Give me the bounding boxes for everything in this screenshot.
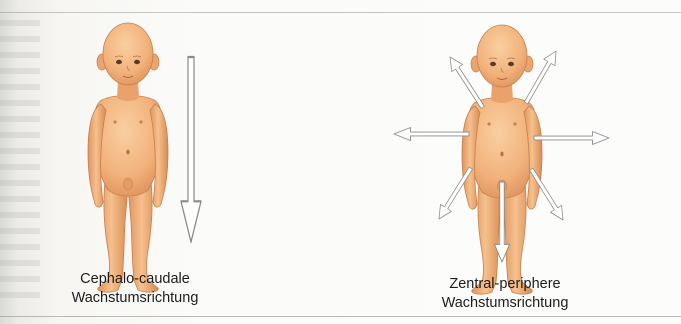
- caption-right-line1: Zentral-periphere: [430, 275, 580, 294]
- arrow-left: [394, 128, 469, 141]
- caption-right-line2: Wachstumsrichtung: [430, 294, 580, 313]
- arrow-right: [534, 132, 609, 145]
- caption-cephalo-caudal: Cephalo-caudale Wachstumsrichtung: [50, 270, 220, 308]
- caption-central-peripheral: Zentral-periphere Wachstumsrichtung: [430, 275, 580, 313]
- infant-figure-left: [88, 23, 168, 292]
- caption-left-line1: Cephalo-caudale: [50, 270, 220, 289]
- scan-edge-bottom: [0, 316, 681, 317]
- cephalo-caudal-arrow: [181, 57, 201, 242]
- caption-left-line2: Wachstumsrichtung: [50, 289, 220, 308]
